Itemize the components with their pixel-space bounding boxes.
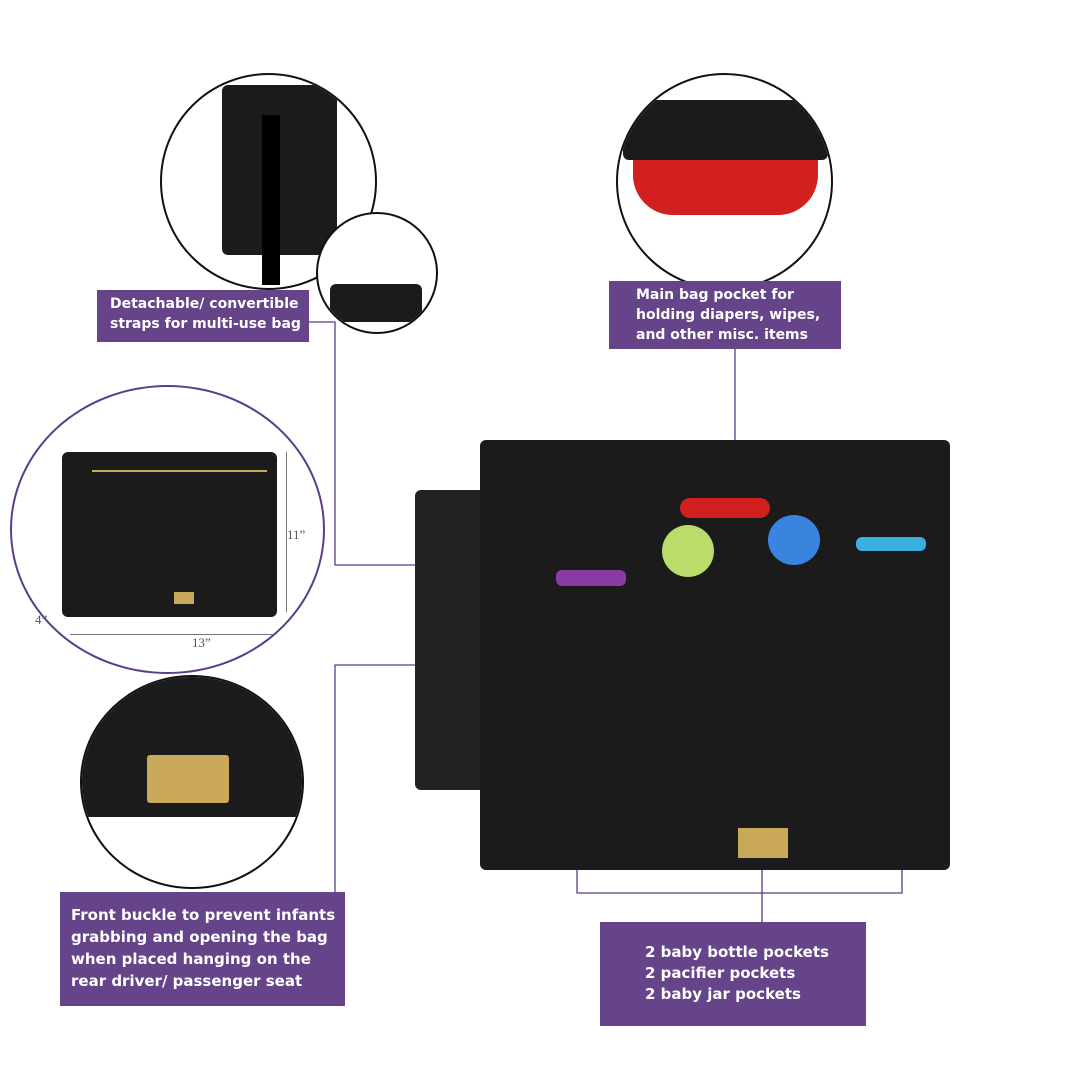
buckle-callout: Front buckle to prevent infants grabbing…: [60, 892, 345, 1006]
callout-line: rear driver/ passenger seat: [71, 972, 303, 990]
buckle-detail-image: [80, 675, 304, 889]
callout-line: 2 baby jar pockets: [645, 985, 801, 1003]
callout-line: when placed hanging on the: [71, 950, 311, 968]
width-dimension: 13”: [192, 635, 211, 650]
pockets-callout: 2 baby bottle pockets 2 pacifier pockets…: [600, 922, 866, 1026]
callout-line: Main bag pocket for: [636, 287, 794, 303]
callout-line: Detachable/ convertible: [110, 296, 299, 312]
straps-callout: Detachable/ convertible straps for multi…: [97, 290, 309, 342]
callout-line: holding diapers, wipes,: [636, 307, 821, 323]
dimensions-image: [10, 385, 325, 674]
main-pocket-callout: Main bag pocket for holding diapers, wip…: [609, 281, 841, 349]
callout-line: Front buckle to prevent infants: [71, 906, 336, 924]
shoulder-strap-image: [316, 212, 438, 334]
strap-detail-image: [160, 73, 377, 290]
main-pocket-image: [616, 73, 833, 290]
callout-line: 2 baby bottle pockets: [645, 943, 829, 961]
callout-line: and other misc. items: [636, 327, 808, 343]
height-dimension: 11”: [287, 527, 306, 542]
depth-dimension: 4”: [35, 612, 48, 627]
callout-line: straps for multi-use bag: [110, 316, 301, 332]
callout-line: 2 pacifier pockets: [645, 964, 796, 982]
callout-line: grabbing and opening the bag: [71, 928, 328, 946]
